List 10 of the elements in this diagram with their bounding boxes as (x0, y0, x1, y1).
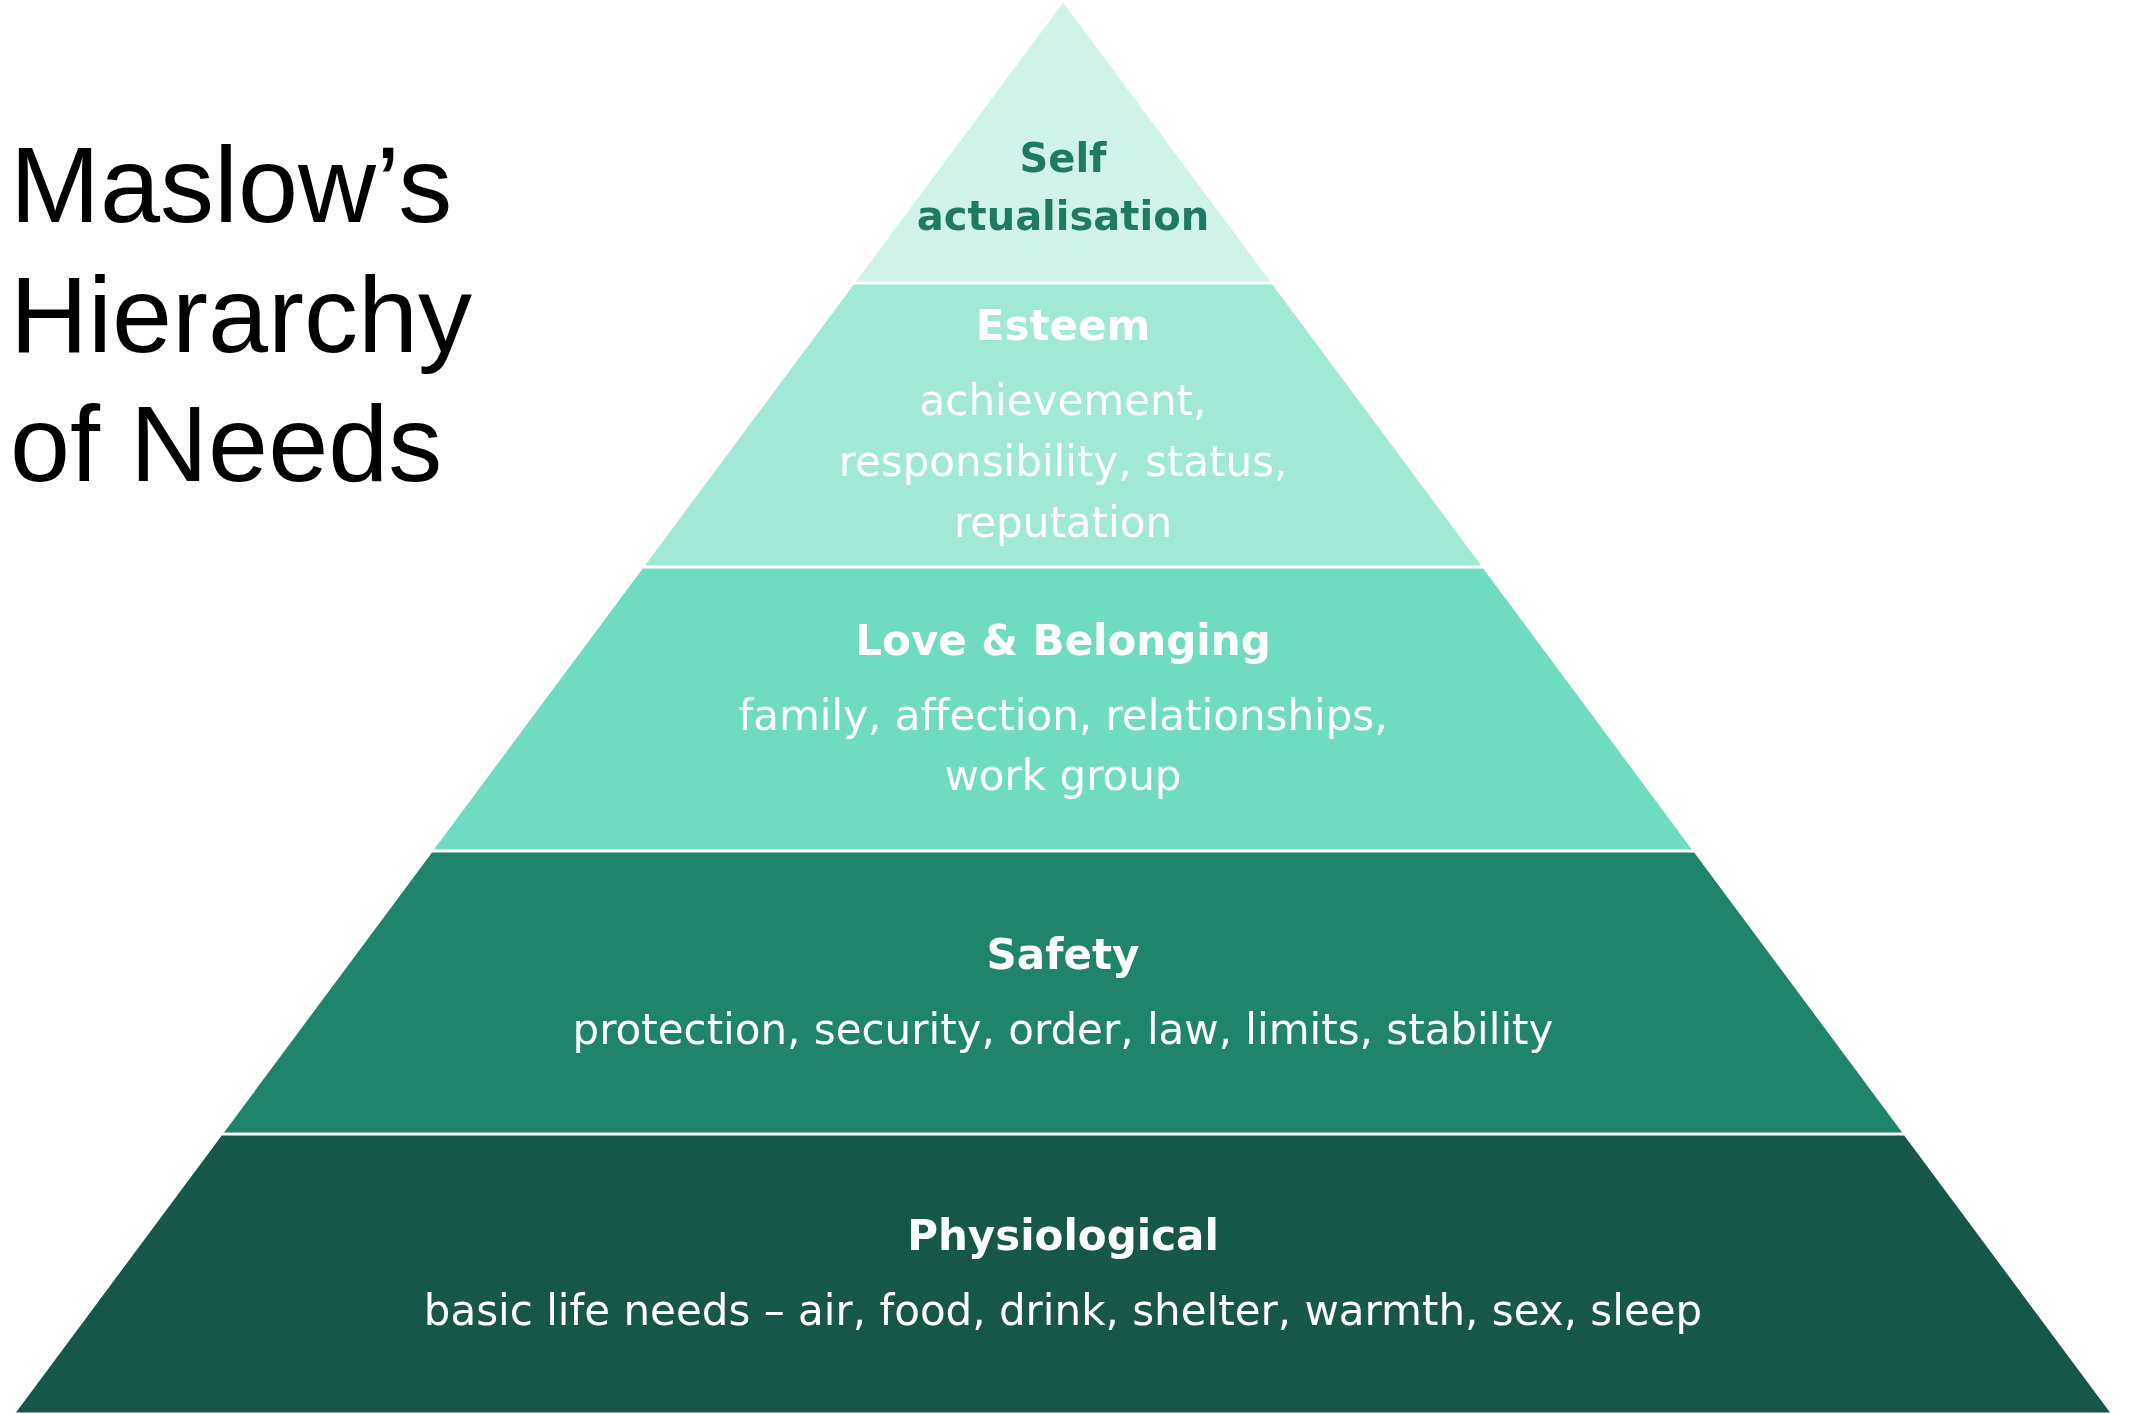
level-description: achievement, responsibility, status, reputation (837, 375, 1289, 549)
level-heading: Safety (986, 928, 1140, 981)
level-description: family, affection, relationships, work group (737, 689, 1389, 803)
level-description: protection, security, order, law, limits, stability (572, 1003, 1554, 1056)
level-heading: Love & Belonging (855, 614, 1271, 667)
level-heading: Physiological (907, 1210, 1219, 1263)
level-heading: Self actualisation (915, 133, 1211, 241)
title: Maslow’s Hierarchy of Needs (10, 123, 474, 507)
level-description: basic life needs – air, food, drink, shelter, warmth, sex, sleep (423, 1285, 1703, 1337)
level-heading: Esteem (975, 300, 1151, 353)
